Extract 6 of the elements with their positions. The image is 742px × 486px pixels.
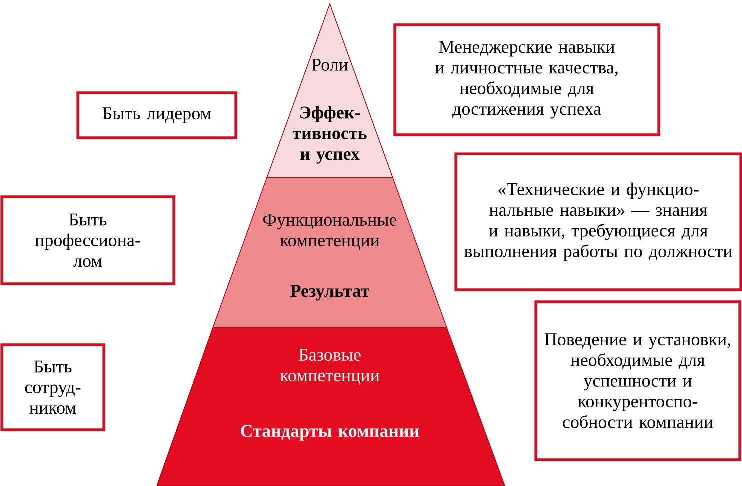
- text-box: Поведение и установки, необходимые для успешности и конкурентоспо- собности компании: [534, 300, 742, 462]
- text-box: Менеджерские навыки и личностные качества, необходимые для достижения успеха: [394, 24, 660, 136]
- text-box: Быть сотруд- ником: [0, 344, 106, 432]
- text-box: «Технические и функцио- нальные навыки» — знания и навыки, требующиеся для выполнения работы по должности: [454, 152, 742, 292]
- text-box: Быть профессиона- лом: [0, 196, 176, 286]
- text-box: Быть лидером: [76, 92, 238, 140]
